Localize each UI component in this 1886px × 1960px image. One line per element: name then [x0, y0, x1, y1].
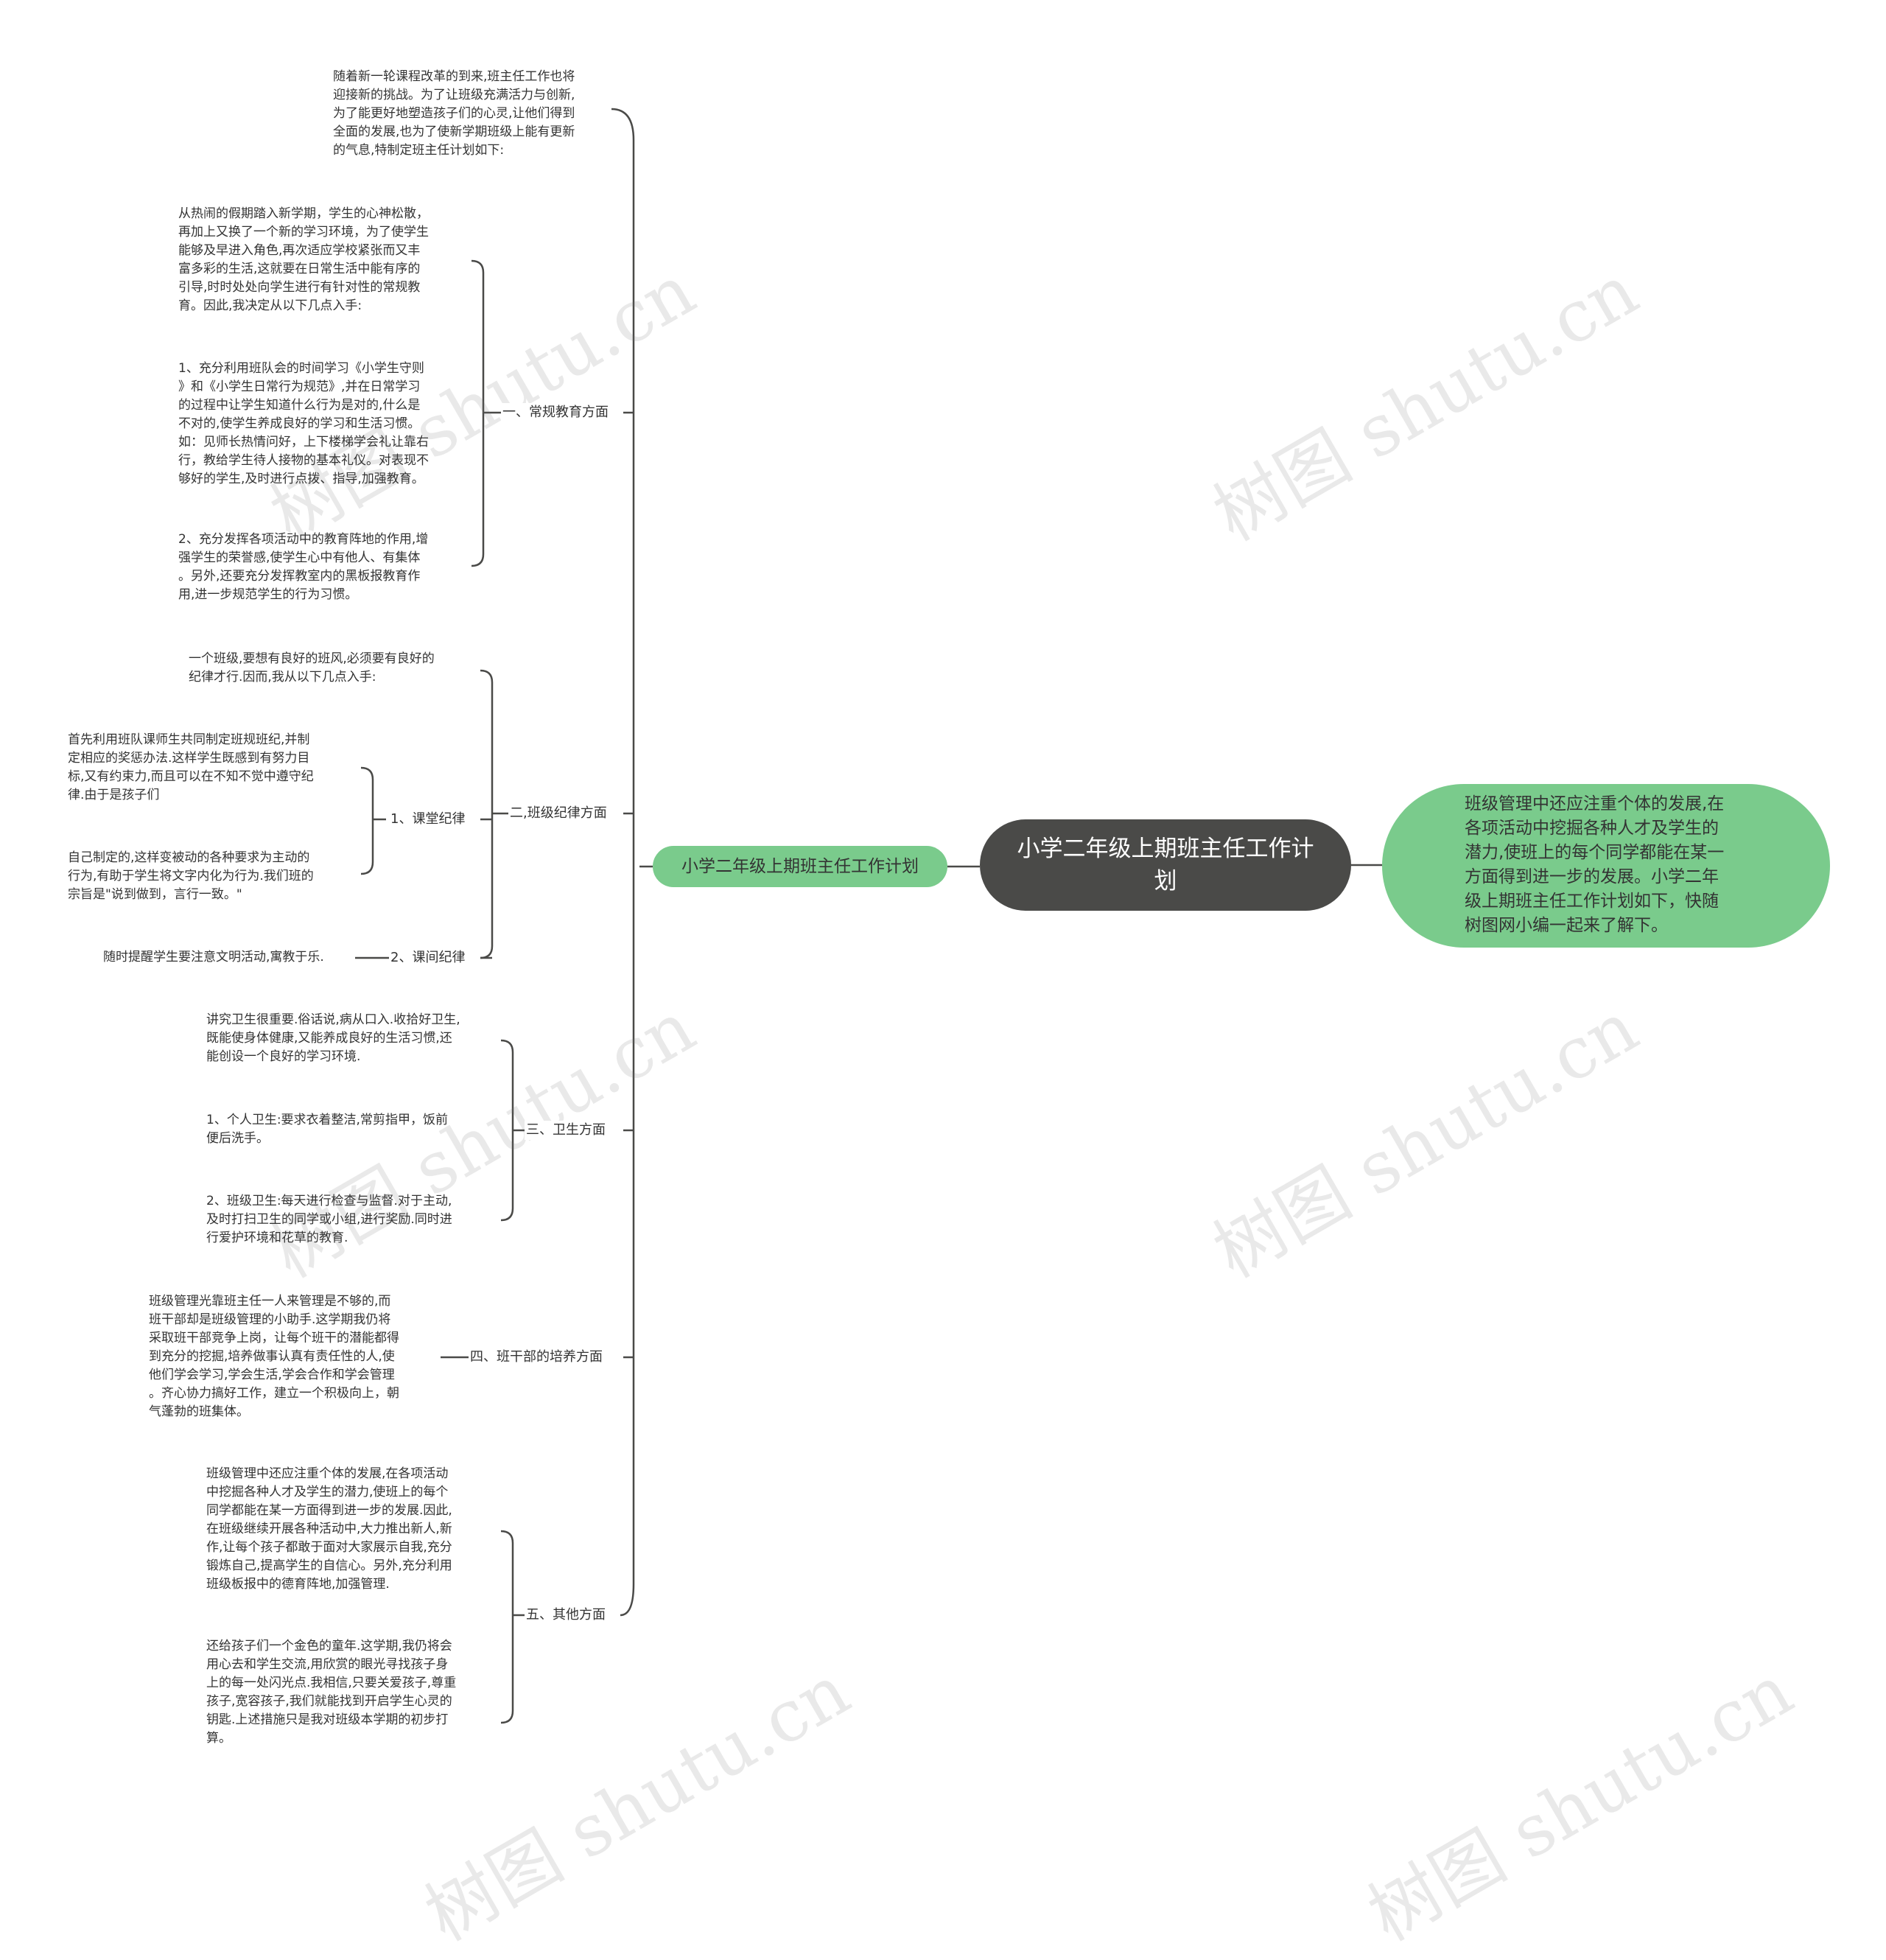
branch4-text-1: 班级管理光靠班主任一人来管理是不够的,而 班干部却是班级管理的小助手.这学期我仍… — [149, 1294, 399, 1419]
intro-text: 随着新一轮课程改革的到来,班主任工作也将 迎接新的挑战。为了让班级充满活力与创新… — [333, 69, 575, 158]
branch3-text-3: 2、班级卫生:每天进行检查与监督.对于主动, 及时打扫卫生的同学或小组,进行奖励… — [206, 1194, 452, 1245]
branch5-text-1: 班级管理中还应注重个体的发展,在各项活动 中挖掘各种人才及学生的潜力,使班上的每… — [206, 1466, 452, 1592]
branch2-sub2-text-1: 随时提醒学生要注意文明活动,寓教于乐. — [103, 950, 324, 965]
root-title: 小学二年级上期班主任工作计划 — [1017, 836, 1314, 895]
root-topic[interactable]: 小学二年级上期班主任工作计划 — [980, 819, 1351, 911]
branch1-text-2: 1、充分利用班队会的时间学习《小学生守则 》和《小学生日常行为规范》,并在日常学… — [178, 361, 429, 486]
branch1-text-1: 从热闹的假期踏入新学期，学生的心神松散， 再加上又换了一个新的学习环境，为了使学… — [178, 206, 429, 313]
summary-node[interactable]: 班级管理中还应注重个体的发展,在 各项活动中挖掘各种人才及学生的 潜力,使班上的… — [1382, 784, 1830, 948]
branch1-text-3: 2、充分发挥各项活动中的教育阵地的作用,增 强学生的荣誉感,使学生心中有他人、有… — [178, 532, 429, 602]
branch-label-hygiene[interactable]: 三、卫生方面 — [525, 1121, 607, 1140]
branch2-sublabel-recess[interactable]: 2、课间纪律 — [389, 948, 467, 967]
branch-label-discipline[interactable]: 二,班级纪律方面 — [508, 804, 609, 823]
connector-lines — [355, 108, 1382, 1724]
branch2-sublabel-classroom[interactable]: 1、课堂纪律 — [389, 810, 467, 829]
branch-label-other[interactable]: 五、其他方面 — [525, 1606, 607, 1625]
branch-label-routine-education[interactable]: 一、常规教育方面 — [501, 403, 610, 422]
subtopic-node[interactable]: 小学二年级上期班主任工作计划 — [653, 846, 947, 887]
branch3-text-2: 1、个人卫生:要求衣着整洁,常剪指甲，饭前 便后洗手。 — [206, 1113, 448, 1146]
branch2-sub1-text-2: 自己制定的,这样变被动的各种要求为主动的 行为,有助于学生将文字内化为行为.我们… — [68, 850, 314, 902]
branch-label-class-cadres[interactable]: 四、班干部的培养方面 — [469, 1348, 604, 1367]
branch3-text-1: 讲究卫生很重要.俗话说,病从口入.收拾好卫生, 既能使身体健康,又能养成良好的生… — [206, 1012, 460, 1064]
branch5-text-2: 还给孩子们一个金色的童年.这学期,我仍将会 用心去和学生交流,用欣赏的眼光寻找孩… — [206, 1639, 457, 1746]
branch2-text-1: 一个班级,要想有良好的班风,必须要有良好的 纪律才行.因而,我从以下几点入手: — [189, 651, 435, 685]
branch2-sub1-text-1: 首先利用班队课师生共同制定班规班纪,并制 定相应的奖惩办法.这样学生既感到有努力… — [68, 732, 314, 802]
